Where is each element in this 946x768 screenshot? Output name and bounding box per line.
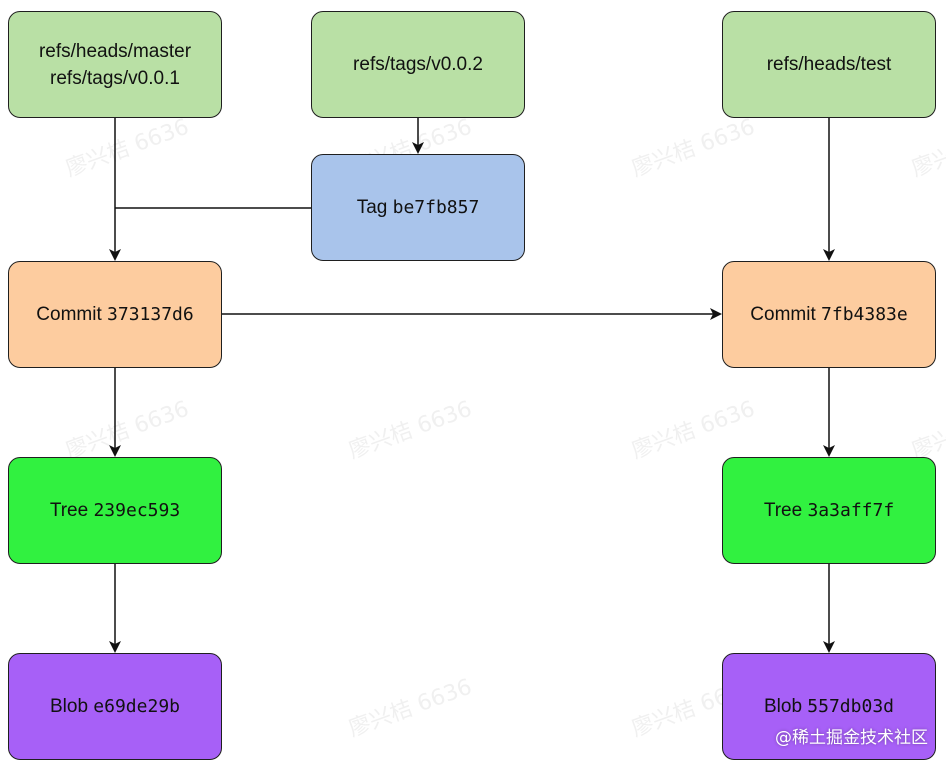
blob-right-hash: 557db03d (807, 696, 894, 717)
ref-v001-label: refs/tags/v0.0.1 (50, 67, 180, 89)
ref-master-label: refs/heads/master (38, 40, 192, 62)
commit-right-hash: 7fb4383e (821, 304, 908, 325)
tree-left-node: Tree 239ec593 (8, 457, 222, 564)
tree-right-hash: 3a3aff7f (807, 500, 895, 521)
tag-hash: be7fb857 (392, 197, 480, 218)
tree-left-hash: 239ec593 (93, 500, 181, 521)
ref-test-node: refs/heads/test (722, 11, 936, 118)
blob-left-hash: e69de29b (93, 696, 180, 717)
blob-right-kind: Blob (763, 696, 803, 717)
commit-left-hash: 373137d6 (107, 304, 194, 325)
tree-right-node: Tree 3a3aff7f (722, 457, 936, 564)
ref-master-node: refs/heads/master refs/tags/v0.0.1 (8, 11, 222, 118)
blob-left-node: Blob e69de29b (8, 653, 222, 760)
tree-left-kind: Tree (49, 500, 89, 521)
commit-right-node: Commit 7fb4383e (722, 261, 936, 368)
blob-left-kind: Blob (49, 696, 89, 717)
credit-text: @稀土掘金技术社区 (775, 728, 928, 748)
commit-left-node: Commit 373137d6 (8, 261, 222, 368)
commit-left-kind: Commit (36, 304, 102, 325)
ref-v002-node: refs/tags/v0.0.2 (311, 11, 525, 118)
tree-right-kind: Tree (763, 500, 803, 521)
tag-node: Tag be7fb857 (311, 154, 525, 261)
ref-v002-label: refs/tags/v0.0.2 (353, 54, 483, 75)
ref-test-label: refs/heads/test (766, 54, 892, 75)
tag-kind: Tag (356, 197, 388, 218)
commit-right-kind: Commit (750, 304, 816, 325)
blob-right-node: Blob 557db03d (722, 653, 936, 760)
